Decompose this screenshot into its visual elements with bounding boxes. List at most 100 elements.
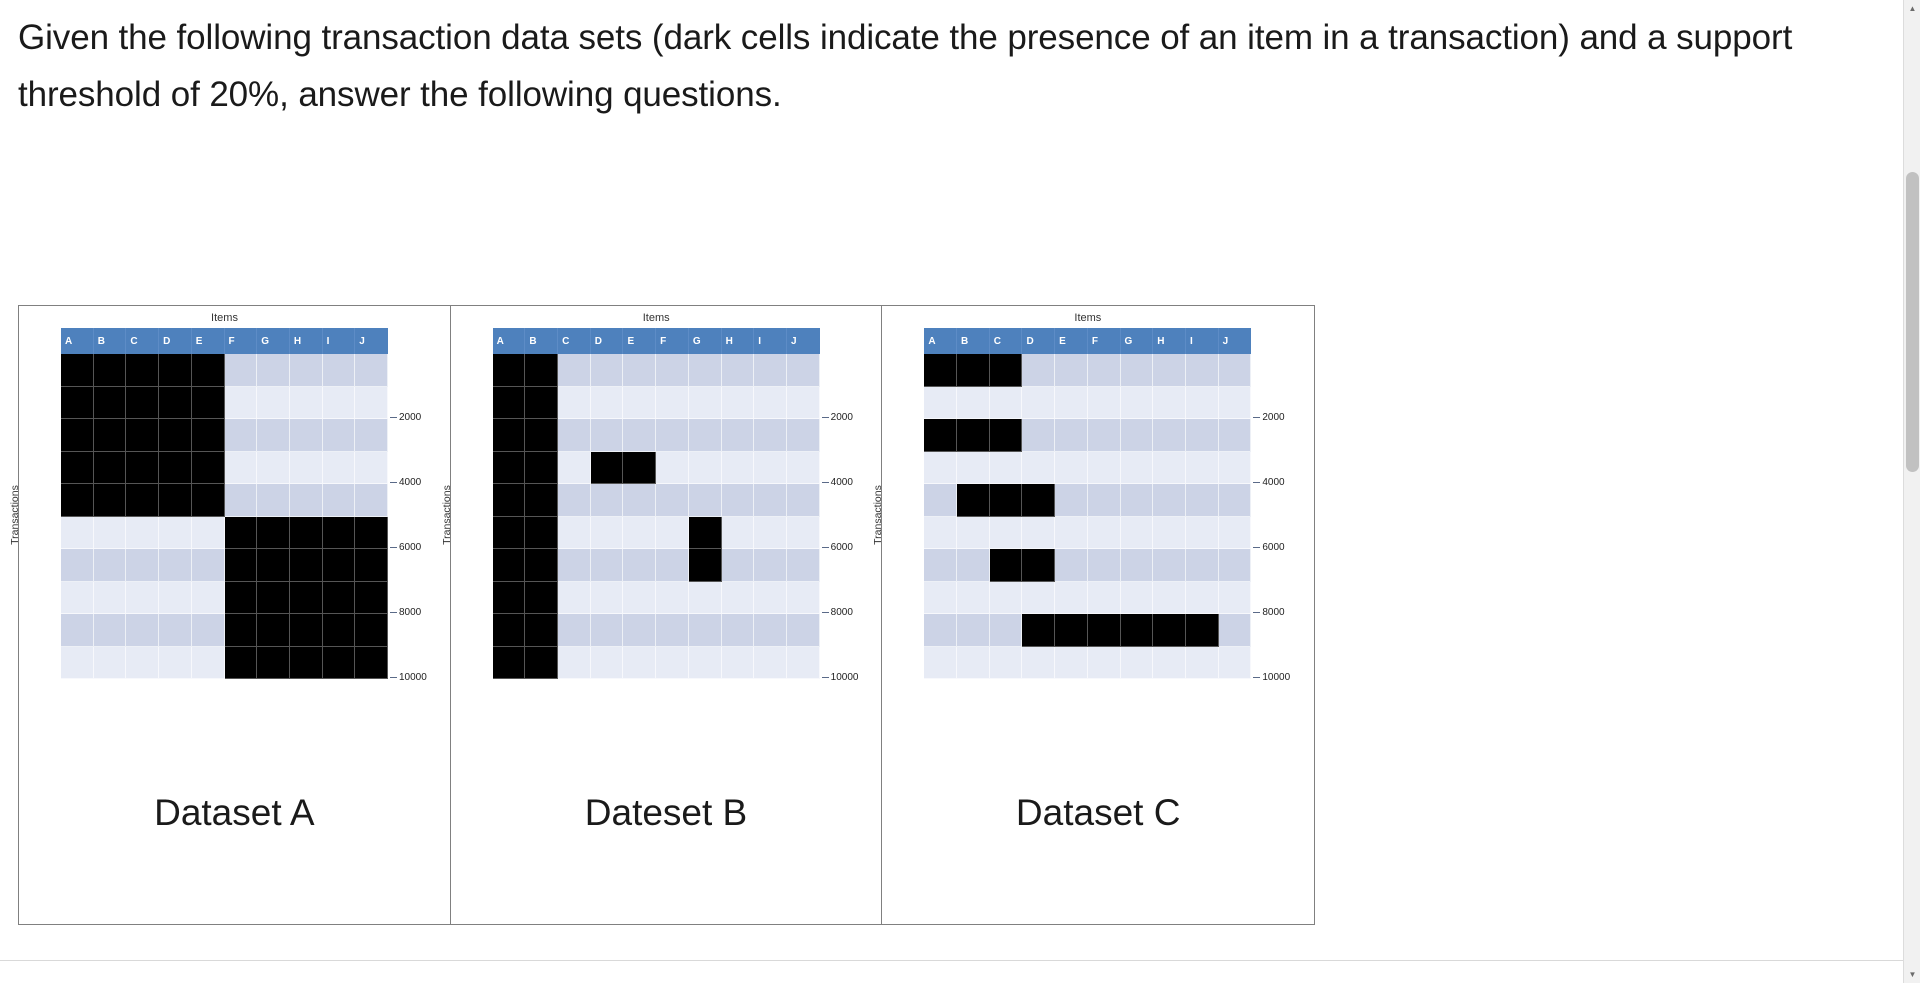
heatmap-cell [61, 451, 94, 484]
dataset-caption-b: Dateset B [584, 792, 748, 833]
heatmap-cell [1218, 484, 1252, 517]
heatmap-cell [786, 484, 820, 517]
heatmap-cell [1055, 484, 1088, 517]
heatmap-cell [1022, 354, 1056, 387]
column-header-j: J [786, 328, 820, 354]
heatmap-cell [1022, 646, 1056, 679]
heatmap-cell [721, 419, 755, 452]
column-header-i: I [1185, 328, 1219, 354]
heatmap-cell [558, 581, 591, 614]
heatmap-cell [623, 581, 657, 614]
heatmap-cell [1022, 419, 1056, 452]
heatmap-cell [159, 549, 192, 582]
scrollbar-thumb[interactable] [1906, 172, 1919, 472]
heatmap-cell [754, 549, 787, 582]
heatmap-cell [590, 646, 624, 679]
heatmap-cell [989, 484, 1023, 517]
heatmap-cell [257, 451, 290, 484]
y-axis-tick-label: 6000 [830, 542, 853, 553]
heatmap-cell [1218, 419, 1252, 452]
heatmap-cell [492, 419, 526, 452]
heatmap-cell [224, 614, 258, 647]
heatmap-cell [1087, 549, 1121, 582]
heatmap-cell [126, 646, 160, 679]
column-header-i: I [754, 328, 787, 354]
scroll-up-arrow-icon[interactable]: ▲ [1904, 0, 1920, 17]
heatmap-cell [224, 419, 258, 452]
heatmap-cell [786, 581, 820, 614]
heatmap-cell [1055, 451, 1088, 484]
heatmap-cell [257, 516, 290, 549]
heatmap-cell [721, 581, 755, 614]
heatmap-cell [590, 484, 624, 517]
heatmap-cell [656, 484, 689, 517]
heatmap-cell [1022, 451, 1056, 484]
heatmap-cell [191, 646, 225, 679]
heatmap-cell [721, 646, 755, 679]
heatmap-cell [1087, 581, 1121, 614]
y-axis-label: Transactions [872, 484, 885, 545]
heatmap-cell [989, 516, 1023, 549]
heatmap-cell [1022, 581, 1056, 614]
heatmap-cell [989, 614, 1023, 647]
heatmap-cell [1185, 451, 1219, 484]
heatmap-cell [525, 354, 559, 387]
heatmap-cell [754, 581, 787, 614]
heatmap-cell [126, 386, 160, 419]
heatmap-cell [257, 484, 290, 517]
heatmap-cell [1055, 614, 1088, 647]
heatmap-cell [957, 581, 990, 614]
heatmap-cell [656, 451, 689, 484]
chart-title-items: Items [642, 312, 670, 324]
heatmap-grid [61, 354, 388, 679]
heatmap-cell [525, 386, 559, 419]
heatmap-cell [656, 581, 689, 614]
heatmap-cell [957, 451, 990, 484]
heatmap-cell [590, 516, 624, 549]
heatmap-cell [1087, 451, 1121, 484]
heatmap-cell [355, 451, 388, 484]
column-header-h: H [289, 328, 323, 354]
heatmap-cell [1055, 419, 1088, 452]
heatmap-cell [957, 484, 990, 517]
heatmap-cell [191, 386, 225, 419]
column-header-a: A [492, 328, 526, 354]
heatmap-cell [1087, 354, 1121, 387]
tick-dash-icon [1253, 546, 1261, 548]
heatmap-cell [1185, 614, 1219, 647]
heatmap-cell [924, 516, 958, 549]
heatmap-cell [1055, 549, 1088, 582]
heatmap-cell [1185, 581, 1219, 614]
heatmap-cell [257, 419, 290, 452]
vertical-scrollbar[interactable]: ▲ ▼ [1903, 0, 1920, 983]
column-header-f: F [656, 328, 689, 354]
heatmap-cell [1087, 419, 1121, 452]
heatmap-cell [93, 614, 127, 647]
heatmap-cell [558, 484, 591, 517]
y-axis-tick: 6000 [1253, 542, 1285, 553]
scroll-down-arrow-icon[interactable]: ▼ [1904, 966, 1920, 983]
heatmap-cell [1218, 614, 1252, 647]
tick-dash-icon [390, 481, 397, 483]
heatmap-cell [191, 354, 225, 387]
heatmap-cell [623, 549, 657, 582]
heatmap-cell [721, 386, 755, 419]
tick-dash-icon [821, 546, 829, 548]
heatmap-cell [754, 516, 787, 549]
heatmap-cell [289, 451, 323, 484]
heatmap-cell [492, 581, 526, 614]
heatmap-cell [957, 419, 990, 452]
heatmap-cell [355, 549, 388, 582]
heatmap-cell [957, 354, 990, 387]
heatmap-cell [623, 614, 657, 647]
heatmap-cell [754, 484, 787, 517]
heatmap-cell [1185, 386, 1219, 419]
heatmap-cell [1218, 581, 1252, 614]
heatmap-cell [1120, 646, 1154, 679]
heatmap-cell [1185, 646, 1219, 679]
y-axis-tick: 6000 [821, 542, 853, 553]
